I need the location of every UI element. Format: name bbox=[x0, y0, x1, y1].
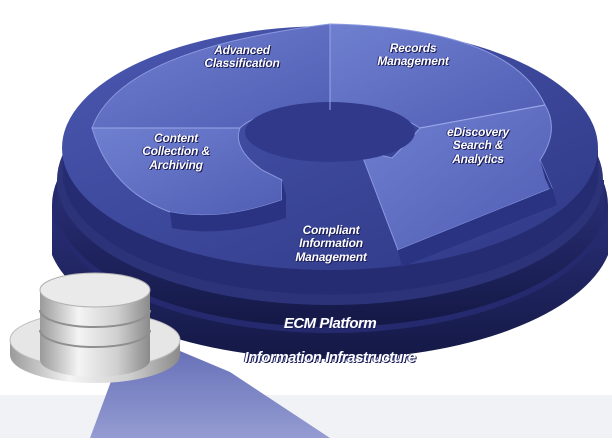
label-compliant-information: Compliant Information Management bbox=[295, 223, 367, 264]
label-information-infrastructure: Information Infrastructure bbox=[244, 349, 416, 366]
label-ecm-platform: ECM Platform bbox=[283, 315, 377, 332]
label-advanced-classification: Advanced Classification bbox=[204, 43, 280, 71]
cycle-arrow-icon bbox=[245, 102, 415, 162]
label-records-management: Records Management bbox=[377, 41, 449, 69]
label-ediscovery: eDiscovery Search & Analytics bbox=[446, 125, 510, 166]
cycle-ring bbox=[91, 23, 557, 267]
database-cylinder-icon bbox=[9, 272, 181, 383]
label-content-collection: Content Collection & Archiving bbox=[142, 131, 210, 172]
